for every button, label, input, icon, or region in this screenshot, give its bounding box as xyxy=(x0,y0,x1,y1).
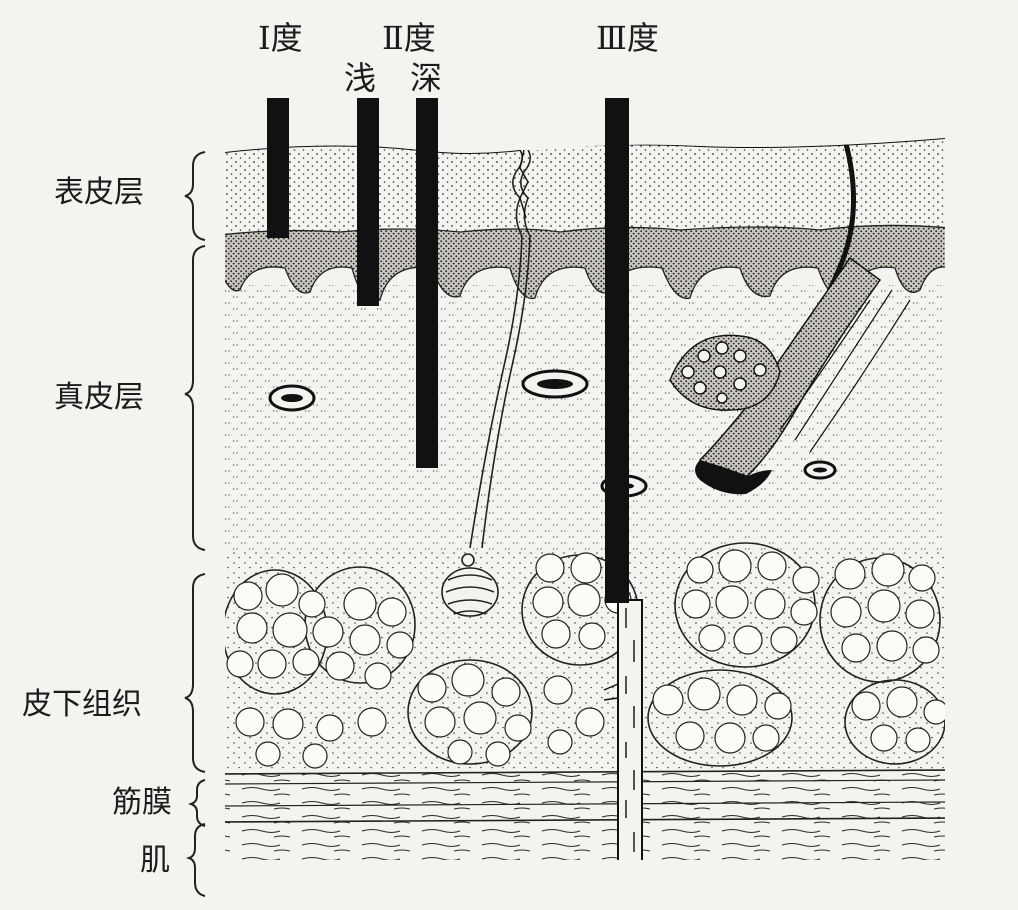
degree-2-shallow-bar xyxy=(357,98,379,306)
degree-1-bar xyxy=(267,98,289,238)
muscle-label: 肌 xyxy=(140,843,170,878)
degree-3-label: Ⅲ度 xyxy=(596,19,659,57)
degree-3-deep-marker xyxy=(603,599,643,860)
epidermis-layer xyxy=(225,138,945,240)
hair-follicle xyxy=(669,138,911,495)
degree-3-bar xyxy=(605,98,629,603)
degree-2-deep-label: 深 xyxy=(410,59,443,97)
fascia-muscle-layer xyxy=(225,770,945,860)
sebaceous-gland xyxy=(669,334,781,411)
degree-2-shallow-label: 浅 xyxy=(344,59,377,97)
depth-bars xyxy=(267,98,629,603)
degree-2-label: Ⅱ度 xyxy=(382,19,436,57)
fat-lobules xyxy=(225,542,945,769)
fascia-label: 筋膜 xyxy=(112,785,172,820)
degree-1-label: Ⅰ度 xyxy=(258,19,303,57)
subcutaneous-label: 皮下组织 xyxy=(22,687,142,722)
layer-brackets xyxy=(184,151,206,897)
degree-2-deep-bar xyxy=(416,98,438,468)
dermis-label: 真皮层 xyxy=(54,380,144,415)
sweat-gland xyxy=(441,149,532,617)
epidermis-label: 表皮层 xyxy=(54,175,144,210)
